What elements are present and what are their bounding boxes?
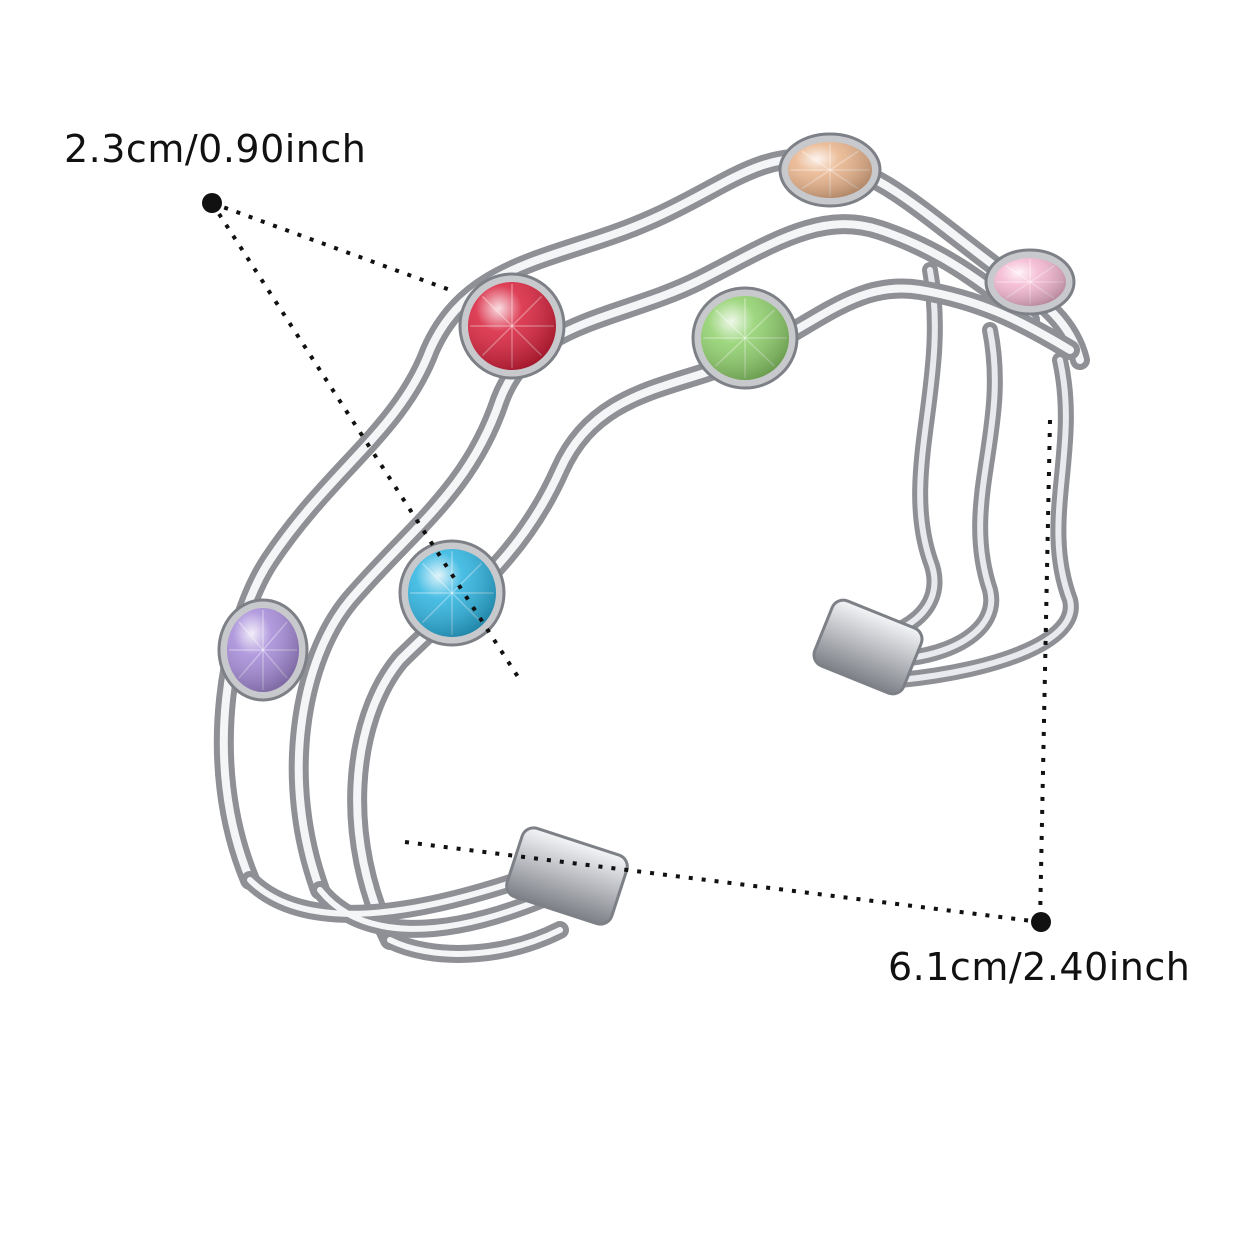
gem-blue (398, 539, 506, 647)
gem-pink (984, 248, 1076, 316)
length-dimension-dot (1031, 912, 1051, 932)
length-dimension-label: 6.1cm/2.40inch (888, 945, 1191, 989)
width-dimension-label: 2.3cm/0.90inch (64, 127, 367, 171)
gem-purple (217, 598, 309, 702)
right-end-cap (812, 598, 924, 696)
gem-green (691, 286, 799, 390)
left-end-cap (505, 826, 629, 926)
width-dimension-dot (202, 193, 222, 213)
cuff-front-wires (213, 148, 1090, 963)
width-dimension-line (210, 201, 522, 682)
gemstones (217, 132, 1076, 702)
length-dimension-line (404, 419, 1052, 924)
gem-champagne (778, 132, 882, 208)
gem-red (458, 272, 566, 380)
